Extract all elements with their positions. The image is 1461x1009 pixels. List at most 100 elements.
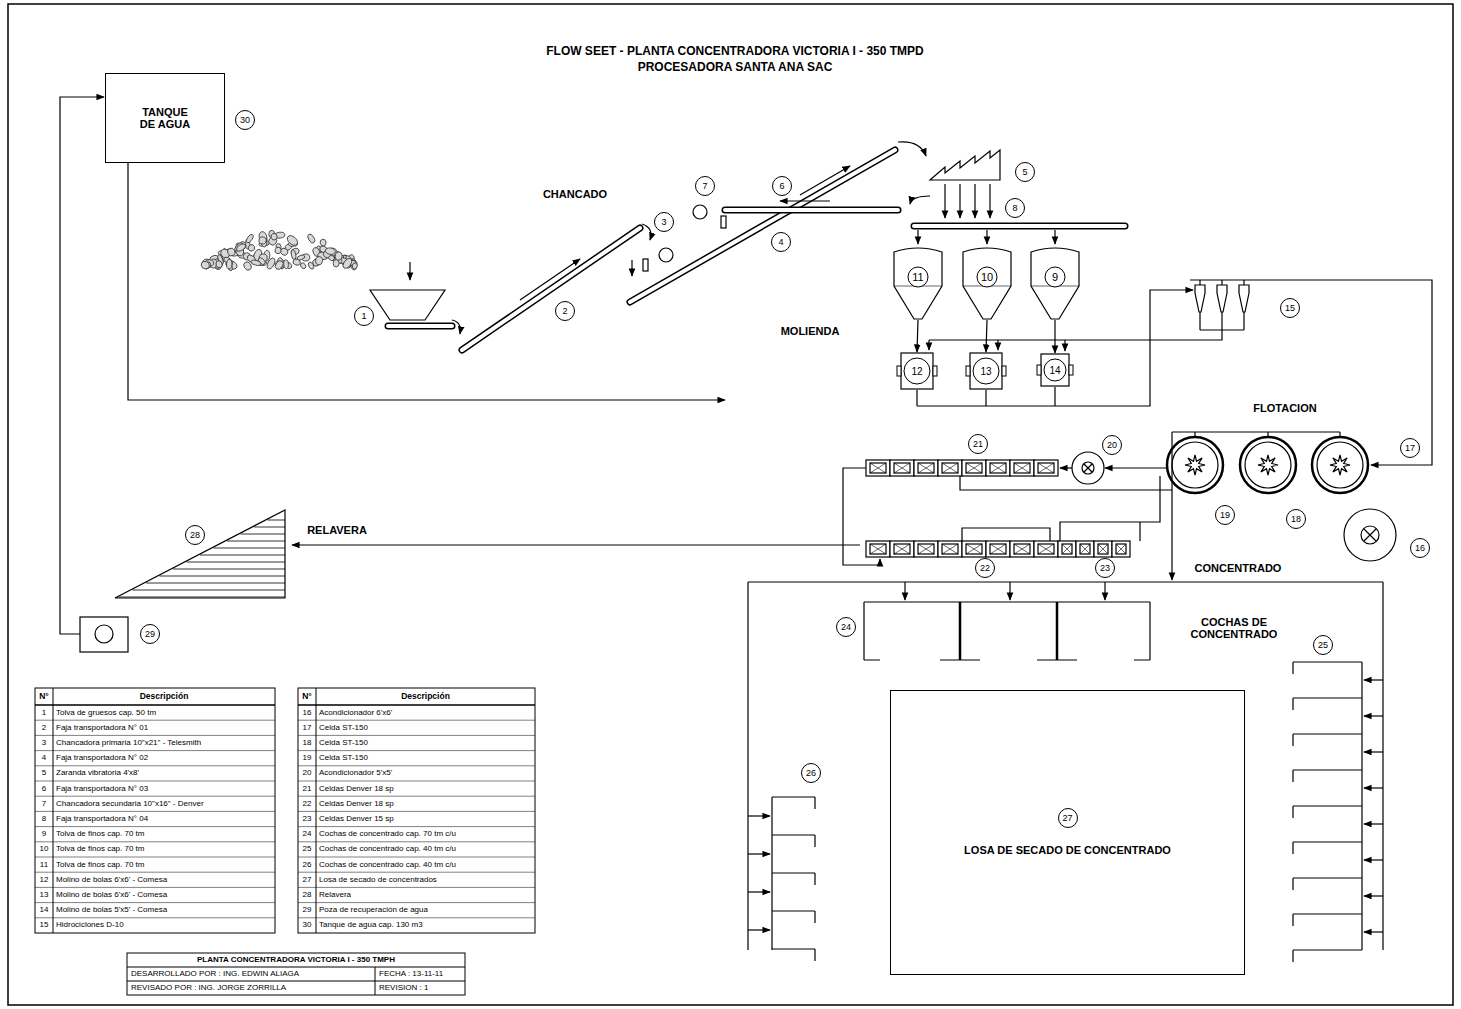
drawing-path (128, 163, 725, 400)
drawing-circle (659, 248, 673, 262)
drawing-path (1038, 463, 1054, 473)
drawing-path (1293, 662, 1362, 674)
drawing-path (370, 290, 445, 320)
drawing-line (241, 534, 285, 535)
drawing-line (53, 688, 54, 933)
drawing-ellipse (333, 260, 339, 267)
feed-connector (917, 320, 918, 352)
drawing-path (1364, 859, 1383, 860)
drawing-ellipse (341, 257, 353, 270)
drawing-ellipse (352, 262, 358, 269)
drawing-path (1293, 770, 1362, 782)
drawing-path (1084, 464, 1092, 472)
table-cell: 14 (40, 906, 49, 915)
drawing-rect (298, 688, 535, 933)
drawing-rect (933, 366, 937, 376)
drawing-line (227, 541, 285, 542)
drawing-path (918, 544, 934, 554)
drawing-path (630, 150, 895, 302)
drawing-ellipse (325, 247, 336, 255)
drawing-path (772, 949, 815, 961)
drawing-path (1014, 463, 1030, 473)
drawing-rect (990, 544, 1006, 554)
drawing-rect (918, 544, 934, 554)
drawing-path (748, 815, 770, 816)
drawing-rect (894, 463, 910, 473)
title: FLOW SEET - PLANTA CONCENTRADORA VICTORI… (546, 45, 924, 58)
section-label: CHANCADO (543, 188, 607, 200)
drawing-path (1364, 823, 1383, 824)
drawing-path (630, 150, 895, 302)
table-cell: 2 (42, 723, 46, 732)
drawing-rect (966, 366, 970, 376)
crushing-section (370, 142, 1125, 350)
drawing-path (1190, 279, 1250, 280)
drawing-line (35, 902, 275, 903)
drawing-circle (1172, 442, 1218, 488)
drawing-line (35, 796, 275, 797)
drawing-path (520, 259, 580, 300)
node-label: 13 (980, 366, 991, 377)
drawing-circle (1045, 267, 1065, 287)
callout-number: 27 (1058, 808, 1078, 828)
table-cell: 8 (42, 815, 46, 824)
callout-number: 17 (1400, 438, 1420, 458)
drawing-path (942, 463, 958, 473)
drawing-path (928, 340, 929, 350)
drawing-line (35, 872, 275, 873)
table-cell: 1 (42, 708, 46, 717)
callout-number: 8 (1005, 198, 1025, 218)
table-cell: Tolva de finos cap. 70 tm (56, 860, 145, 869)
table-cell: Molino de bolas 5'x5' - Comesa (56, 906, 167, 915)
callout-number: 2 (555, 301, 575, 321)
flotation-section (115, 432, 1396, 598)
drawing-line (298, 704, 535, 705)
drawing-circle (1312, 437, 1368, 493)
drawing-path (1105, 467, 1166, 468)
drawing-line (35, 857, 275, 858)
subtitle: PROCESADORA SANTA ANA SAC (638, 61, 833, 74)
callout-number: 24 (836, 617, 856, 637)
drawing-rect (1038, 463, 1054, 473)
table-header: Descripción (401, 692, 450, 701)
drawing-path (780, 200, 830, 201)
drawing-path (966, 463, 982, 473)
drawing-line (35, 811, 275, 812)
drawing-ellipse (315, 256, 323, 265)
table-cell: Faja transportadora N° 02 (56, 754, 148, 763)
drawing-line (35, 917, 275, 918)
node-label: 12 (911, 366, 922, 377)
drawing-path (966, 544, 982, 554)
drawing-rect (870, 544, 886, 554)
drawing-rect (962, 541, 986, 557)
table-cell: 17 (303, 723, 312, 732)
drawing-rect (970, 353, 1002, 389)
table-cell: Hidrociclones D-10 (56, 921, 124, 930)
drawing-circle (908, 267, 928, 287)
drawing-circle (1082, 462, 1094, 474)
drawing-rect (942, 463, 958, 473)
drawing-rect (914, 460, 938, 476)
table-cell: 21 (303, 784, 312, 793)
drawing-path (1364, 715, 1383, 716)
drawing-rect (1037, 365, 1041, 375)
drawing-path (997, 340, 998, 350)
drawing-path (462, 228, 640, 350)
ball-mill: 12 (897, 352, 937, 390)
callout-number: 30 (235, 110, 255, 130)
drawing-path (1258, 455, 1278, 475)
table-cell: 22 (303, 799, 312, 808)
water-tank: TANQUE DE AGUA (105, 73, 225, 163)
table-header: Descripción (140, 692, 189, 701)
table-cell: Chancadora secundaria 10"x16" - Denver (56, 799, 204, 808)
table-cell: Cochas de concentrado cap. 40 tm c/u (319, 845, 456, 854)
drawing-ellipse (226, 259, 232, 269)
table-cell: Faja transportadora N° 03 (56, 784, 148, 793)
drawing-line (298, 872, 535, 873)
table-cell: Faja transportadora N° 01 (56, 723, 148, 732)
drawing-path (725, 208, 898, 212)
drawing-path (894, 463, 910, 473)
table-cell: Celdas Denver 18 sp (319, 799, 394, 808)
node-label: LOSA DE SECADO DE CONCENTRADO (964, 844, 1171, 856)
table-cell: 23 (303, 815, 312, 824)
